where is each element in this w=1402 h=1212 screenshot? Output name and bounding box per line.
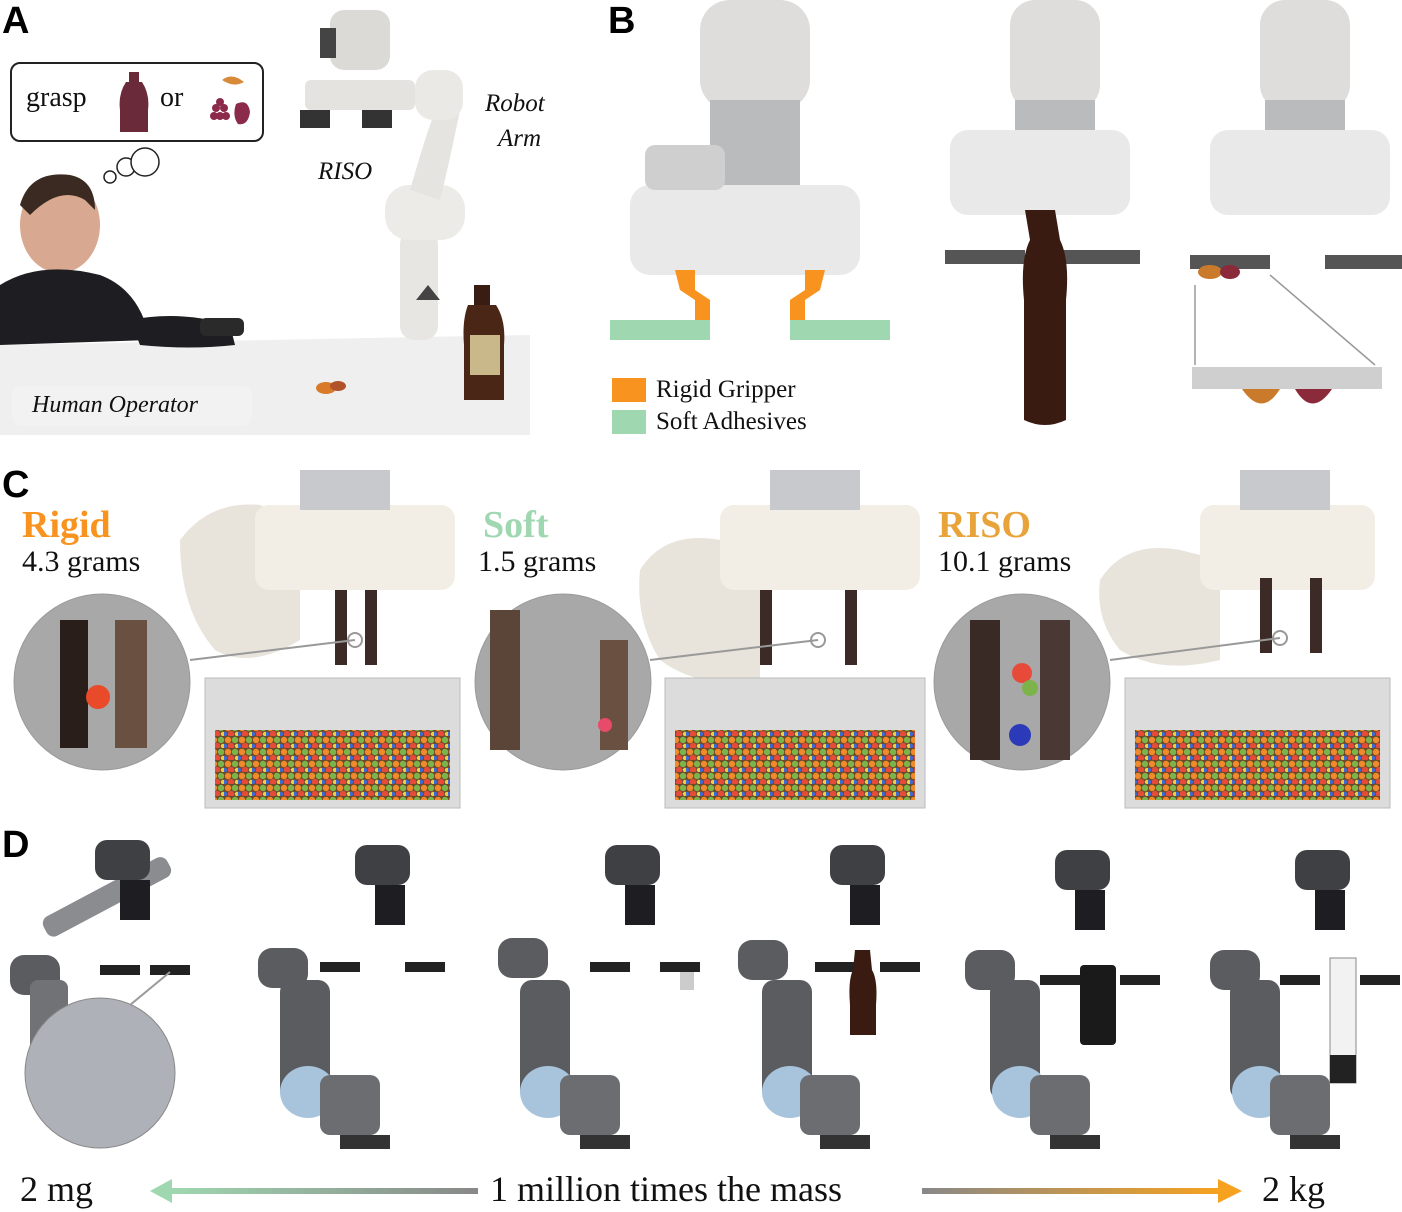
thought-word-or: or [160, 82, 184, 113]
mass-range-caption: 1 million times the mass [490, 1169, 842, 1209]
riso-label: RISO [318, 158, 373, 185]
syrup-bottle-figure [463, 285, 505, 400]
case-rigid-name: Rigid [22, 504, 111, 546]
bottle-icon [119, 72, 149, 132]
ur-robot-2 [258, 845, 445, 1149]
case-riso-mass: 10.1 grams [938, 545, 1072, 578]
riso-gripper-large [610, 0, 890, 340]
legend-item-soft: Soft Adhesives [612, 406, 807, 438]
operator-label-box: Human Operator [12, 386, 252, 426]
arrow-right [922, 1179, 1242, 1203]
legend: Rigid Gripper Soft Adhesives [612, 374, 807, 438]
arrow-left [150, 1179, 478, 1203]
case-soft-mass: 1.5 grams [478, 545, 597, 578]
panel-letter-b: B [608, 0, 636, 42]
ur-robot-3 [498, 845, 700, 1149]
scene-soft [474, 470, 926, 809]
ur-robot-6 [1210, 850, 1400, 1149]
thought-bubble: grasp or [10, 62, 264, 142]
case-soft-name: Soft [483, 504, 549, 546]
thought-bubble-tail [103, 147, 160, 184]
panel-letter-d: D [2, 824, 30, 866]
candy-icon [210, 76, 250, 125]
ur-robot-5 [965, 850, 1160, 1149]
scene-riso [933, 470, 1391, 809]
robot-arm-label-line1: Robot [485, 90, 545, 117]
legend-label-soft: Soft Adhesives [656, 408, 807, 435]
mass-min-label: 2 mg [20, 1169, 94, 1209]
riso-gripper-bottle [945, 0, 1140, 425]
robot-arm-label-line2: Arm [498, 125, 542, 152]
panel-d-robots [10, 840, 1400, 1149]
panel-letter-c: C [2, 464, 30, 506]
case-riso-name: RISO [938, 504, 1031, 546]
human-operator-figure [0, 174, 244, 348]
panel-c-scenes [13, 470, 1391, 809]
riso-gripper-candy [1190, 0, 1402, 279]
robot-arm-figure [300, 10, 465, 340]
panel-b-grippers [610, 0, 1402, 425]
scene-rigid [13, 470, 461, 809]
legend-label-rigid: Rigid Gripper [656, 376, 796, 403]
legend-item-rigid: Rigid Gripper [612, 374, 807, 406]
panel-letter-a: A [2, 0, 30, 42]
legend-swatch-soft [612, 410, 646, 434]
thought-word-grasp: grasp [26, 82, 87, 113]
mass-max-label: 2 kg [1262, 1169, 1325, 1209]
operator-label: Human Operator [32, 392, 198, 418]
case-rigid-mass: 4.3 grams [22, 545, 141, 578]
ur-robot-1 [10, 840, 190, 1149]
legend-swatch-rigid [612, 378, 646, 402]
ur-robot-4 [738, 845, 920, 1149]
